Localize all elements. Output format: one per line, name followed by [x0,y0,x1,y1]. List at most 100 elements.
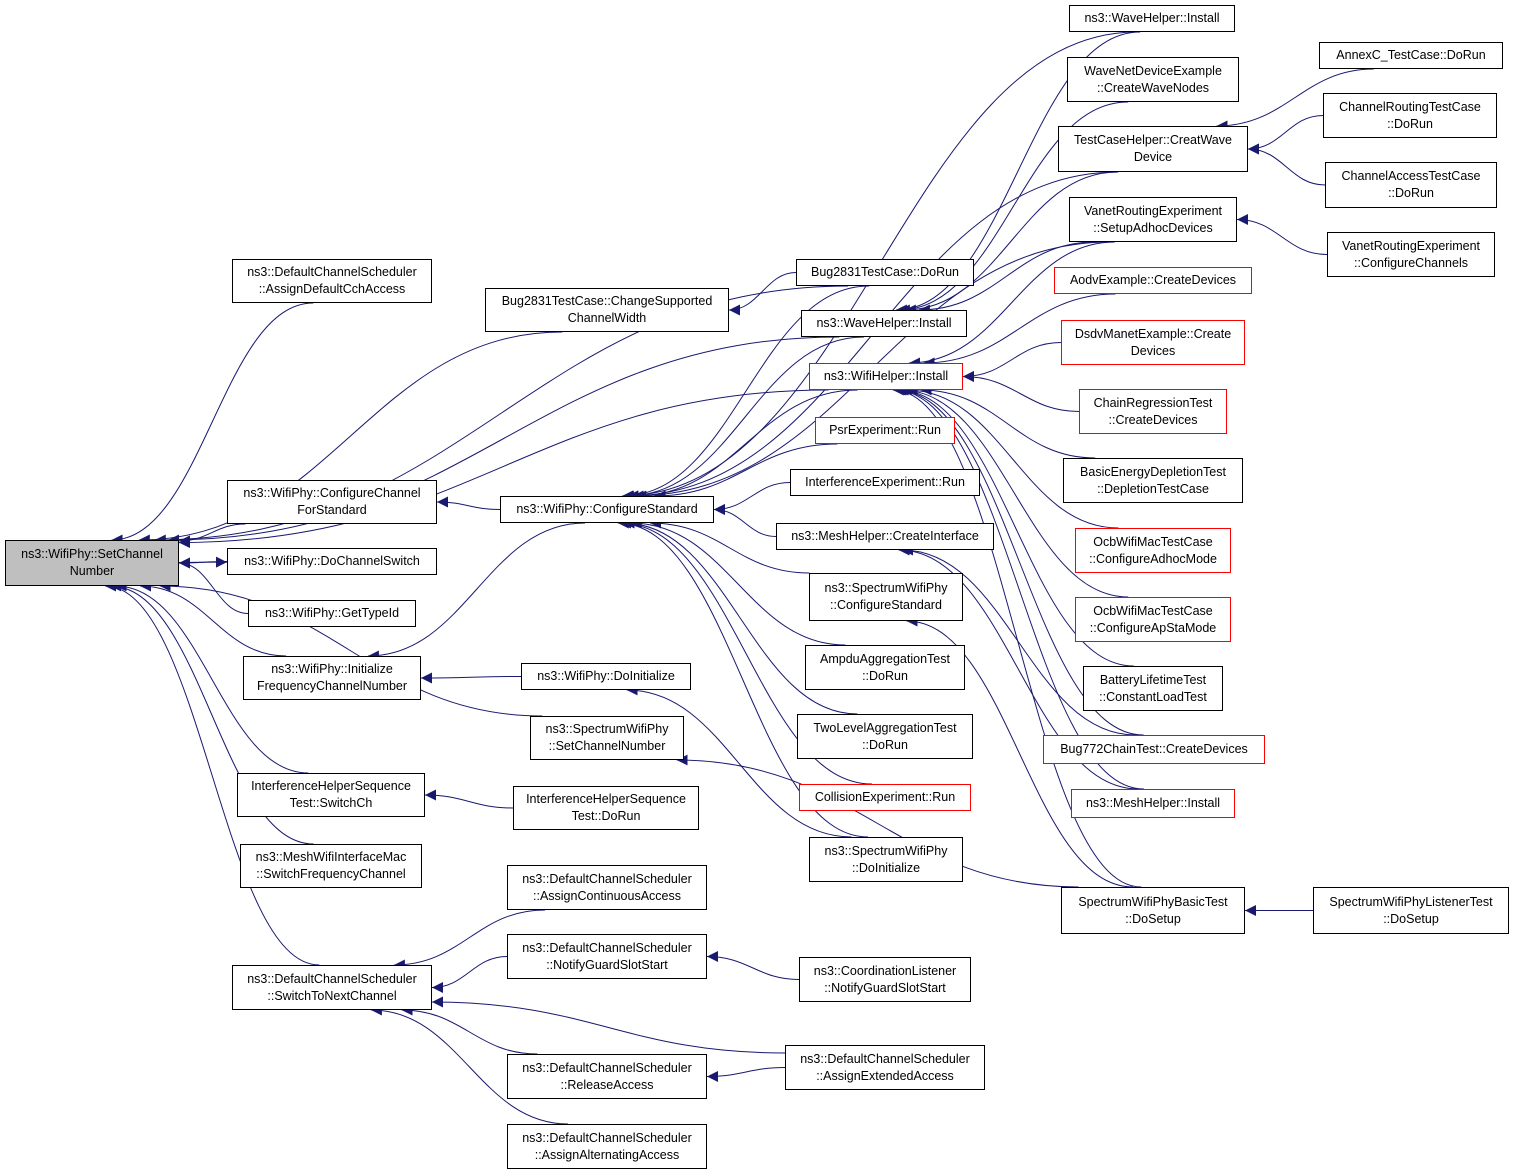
edge-crtdr-to-tchcwd [1247,115,1324,155]
node-spectrumwifiphylistenertest-dosetup[interactable]: SpectrumWifiPhyListenerTest::DoSetup [1313,887,1509,934]
edge-swdi-to-cs [617,517,869,838]
node-psrexperiment-run[interactable]: PsrExperiment::Run [815,417,955,444]
node-vanetroutingexperiment-setupadhocdevices[interactable]: VanetRoutingExperiment::SetupAdhocDevice… [1069,197,1237,242]
edge-aea-to-ra [706,1067,786,1082]
edge-ier-to-cs [713,482,791,515]
edge-bedtdtc-to-wfhi [920,384,1096,459]
node-releaseaccess[interactable]: ns3::DefaultChannelScheduler::ReleaseAcc… [507,1054,707,1099]
edge-whi1-to-root [168,336,840,546]
node-batterylifetimetest-constantloadtest[interactable]: BatteryLifetimeTest::ConstantLoadTest [1083,666,1223,711]
node-notifyguardslotstart[interactable]: ns3::DefaultChannelScheduler::NotifyGuar… [507,934,707,979]
edge-b2831r-to-cs [622,285,870,502]
edge-ihsswc-to-root [115,580,309,774]
edge-swpbtds-to-swscn [676,754,1079,888]
edge-wndecwn-to-whi1 [898,101,1129,316]
edge-owmcas-to-wfhi [900,384,1129,598]
node-ocbwifimactestcase-configureadhocmode[interactable]: OcbWifiMacTestCase::ConfigureAdhocMode [1075,528,1231,573]
node-twolevelaggregationtest-dorun[interactable]: TwoLevelAggregationTest::DoRun [797,714,973,759]
node-bug2831-dorun[interactable]: Bug2831TestCase::DoRun [796,259,974,286]
edge-b2831c-to-root [138,331,563,546]
node-wifiphy-dochannelswitch[interactable]: ns3::WifiPhy::DoChannelSwitch [227,548,437,575]
node-wavehelper-install-upper[interactable]: ns3::WaveHelper::Install [1069,5,1235,32]
edge-swpbtds-to-swcs [906,615,1133,888]
edge-cs-to-ifcn [367,522,585,662]
node-ocbwifimactestcase-configureapstamode[interactable]: OcbWifiMacTestCase::ConfigureApStaMode [1075,597,1231,642]
node-spectrumwifiphy-configurestandard[interactable]: ns3::SpectrumWifiPhy::ConfigureStandard [809,573,963,621]
node-wifihelper-install[interactable]: ns3::WifiHelper::Install [809,363,963,390]
node-assignalternatingaccess[interactable]: ns3::DefaultChannelScheduler::AssignAlte… [507,1124,707,1169]
node-assigndefaultcchaccess[interactable]: ns3::DefaultChannelScheduler::AssignDefa… [232,259,432,303]
edge-b772cd-to-wfhi [895,384,1144,736]
node-collisionexperiment-run[interactable]: CollisionExperiment::Run [799,784,971,811]
node-spectrumwifiphy-setchannelnumber[interactable]: ns3::SpectrumWifiPhy::SetChannelNumber [530,716,684,760]
node-basicenergydepletiontest-depletiontestcase[interactable]: BasicEnergyDepletionTest::DepletionTestC… [1063,458,1243,503]
node-channelroutingtestcase-dorun[interactable]: ChannelRoutingTestCase::DoRun [1323,93,1497,138]
node-annexc-testcase-dorun[interactable]: AnnexC_TestCase::DoRun [1319,42,1503,69]
edge-cer-to-cs [620,517,872,785]
node-aodvexample-createdevices[interactable]: AodvExample::CreateDevices [1054,267,1252,294]
node-channelaccesstestcase-dorun[interactable]: ChannelAccessTestCase::DoRun [1325,162,1497,208]
node-coordinationlistener-notifyguardslotstart[interactable]: ns3::CoordinationListener::NotifyGuardSl… [799,957,971,1002]
edge-vresad-to-whi1 [918,241,1095,316]
edge-whi2-to-whi1 [895,31,1141,316]
edge-crtcd-to-wfhi [962,371,1080,412]
edge-vrecc-to-vresad [1236,214,1328,255]
node-chainregressiontest-createdevices[interactable]: ChainRegressionTest::CreateDevices [1079,389,1227,434]
node-bug772chaintest-createdevices[interactable]: Bug772ChainTest::CreateDevices [1043,735,1265,764]
node-wavenetdeviceexample-createwavenodes[interactable]: WaveNetDeviceExample::CreateWaveNodes [1067,57,1239,102]
edge-tchcwd-to-whi1 [904,171,1118,316]
edge-mwimsfc-to-root [110,580,314,845]
edge-mhi-to-mhci [898,544,1139,790]
node-switchtonextchannel[interactable]: ns3::DefaultChannelScheduler::SwitchToNe… [232,965,432,1010]
edge-actdr-to-tchcwd [1216,68,1374,132]
node-meshhelper-createinterface[interactable]: ns3::MeshHelper::CreateInterface [776,523,994,550]
edge-adcca-to-root [111,302,314,546]
edge-swcs-to-cs [650,517,810,574]
edge-wfhi-to-root [178,389,829,549]
edge-aatr-to-cs [630,517,846,646]
edge-bltclt-to-wfhi [897,384,1134,667]
edge-mhci-to-cs [713,504,777,537]
node-wavehelper-install[interactable]: ns3::WaveHelper::Install [801,310,967,337]
edge-aea-to-stnc [431,996,786,1054]
node-vanetroutingexperiment-configurechannels[interactable]: VanetRoutingExperiment::ConfigureChannel… [1327,232,1495,277]
node-interferenceexperiment-run[interactable]: InterferenceExperiment::Run [790,469,980,496]
edge-stnc-to-root [105,580,320,966]
node-wifiphy-doinitialize[interactable]: ns3::WifiPhy::DoInitialize [521,663,691,690]
edge-b2831r-to-b2831c [728,272,797,316]
edge-mhi-to-wfhi [894,384,1144,790]
edge-clngss-to-ngss [706,951,800,980]
edge-swdi-to-wpdi [626,684,852,838]
edge-swscn-to-root [159,580,543,717]
edge-ihsdr-to-ihsswc [424,789,514,809]
edge-vresad-to-wfhi [908,241,1115,369]
edge-gti-to-root [178,557,249,614]
node-spectrumwifiphybasictest-dosetup[interactable]: SpectrumWifiPhyBasicTest::DoSetup [1061,887,1245,934]
edge-whi1-to-cs [627,336,864,502]
edge-wpdi-to-ifcn [420,672,522,684]
edge-wfhi-to-cs [635,389,858,502]
node-wifiphy-gettypeid[interactable]: ns3::WifiPhy::GetTypeId [248,600,416,627]
node-spectrumwifiphy-doinitialize[interactable]: ns3::SpectrumWifiPhy::DoInitialize [809,837,963,882]
node-meshhelper-install[interactable]: ns3::MeshHelper::Install [1071,789,1235,818]
node-assigncontinuousaccess[interactable]: ns3::DefaultChannelScheduler::AssignCont… [507,865,707,910]
edge-owmcam-to-wfhi [906,384,1119,529]
edge-cc4s-to-root [178,523,246,547]
edge-ra-to-stnc [401,1004,538,1055]
node-meshwifiinterfacemac-switchfrequencychannel[interactable]: ns3::MeshWifiInterfaceMac::SwitchFrequen… [240,844,422,888]
node-ampduaggregationtest-dorun[interactable]: AmpduAggregationTest::DoRun [805,645,965,690]
edge-aaa-to-stnc [370,1004,569,1125]
edge-aca-to-stnc [393,909,546,971]
edge-aecd-to-wfhi [923,293,1116,369]
node-wifiphy-configurestandard[interactable]: ns3::WifiPhy::ConfigureStandard [500,496,714,523]
node-assignextendedaccess[interactable]: ns3::DefaultChannelScheduler::AssignExte… [785,1045,985,1090]
